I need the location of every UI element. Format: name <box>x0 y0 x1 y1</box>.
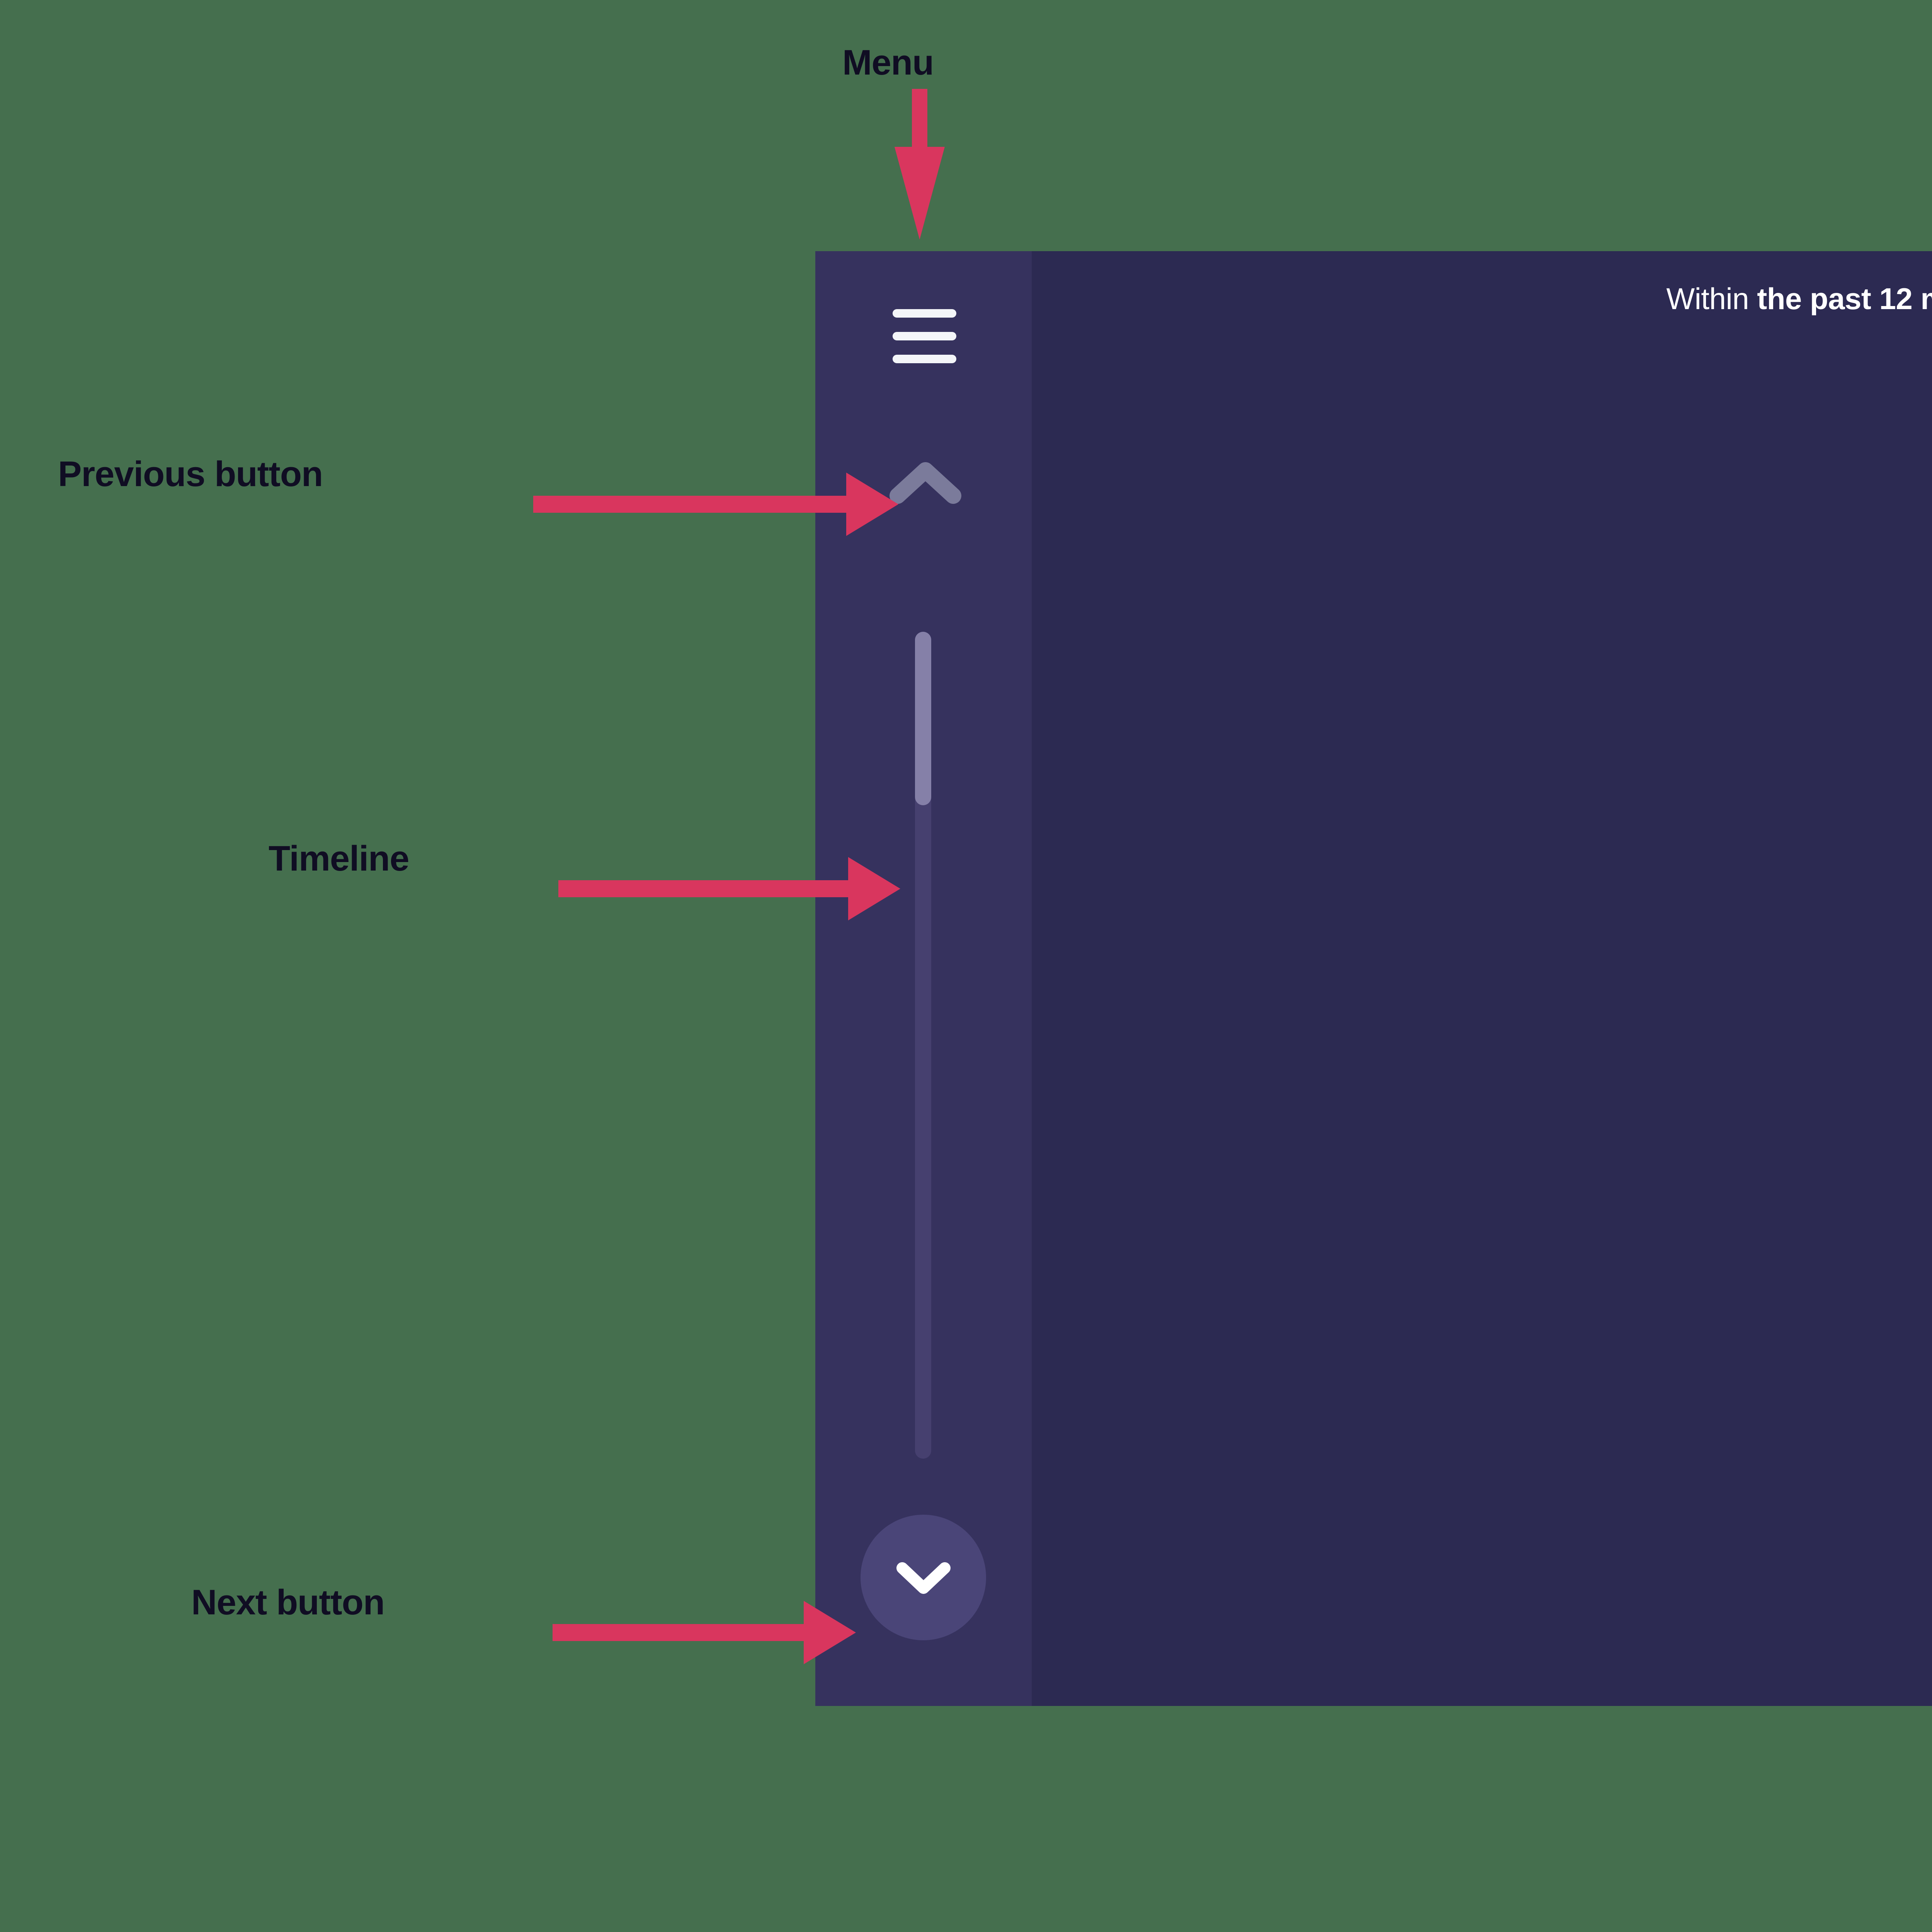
app-panel: Within the past 12 months, which c v <box>815 251 1932 1706</box>
annotation-arrow-next <box>553 1598 858 1667</box>
previous-button[interactable] <box>887 454 964 512</box>
annotation-arrow-menu <box>893 89 947 243</box>
sidebar <box>815 251 1032 1706</box>
hamburger-menu-icon[interactable] <box>893 309 956 363</box>
arrow-down-icon <box>895 89 945 240</box>
question-text-line2: v <box>1032 319 1932 359</box>
menu-bar-3 <box>893 355 956 363</box>
annotation-arrow-previous <box>533 469 900 539</box>
annotation-label-previous: Previous button <box>58 454 323 494</box>
annotation-label-next: Next button <box>191 1583 385 1622</box>
question-text: Within the past 12 months, which c <box>1032 279 1932 319</box>
next-button[interactable] <box>861 1515 986 1640</box>
annotation-arrow-timeline <box>558 854 902 923</box>
chevron-up-icon <box>889 462 961 504</box>
chevron-down-icon <box>896 1562 951 1594</box>
timeline-progress <box>915 632 931 806</box>
arrow-right-icon <box>553 1601 856 1664</box>
menu-bar-1 <box>893 309 956 318</box>
annotation-label-menu: Menu <box>842 43 934 82</box>
question-prefix: Within <box>1666 282 1757 316</box>
survey-content: Within the past 12 months, which c v <box>1032 251 1932 1706</box>
menu-bar-2 <box>893 332 956 340</box>
timeline-scrollbar[interactable] <box>915 632 931 1459</box>
annotation-label-timeline: Timeline <box>269 839 410 878</box>
question-bold: the past 12 months <box>1757 282 1932 316</box>
arrow-right-icon <box>533 473 898 536</box>
arrow-right-icon <box>558 857 900 920</box>
